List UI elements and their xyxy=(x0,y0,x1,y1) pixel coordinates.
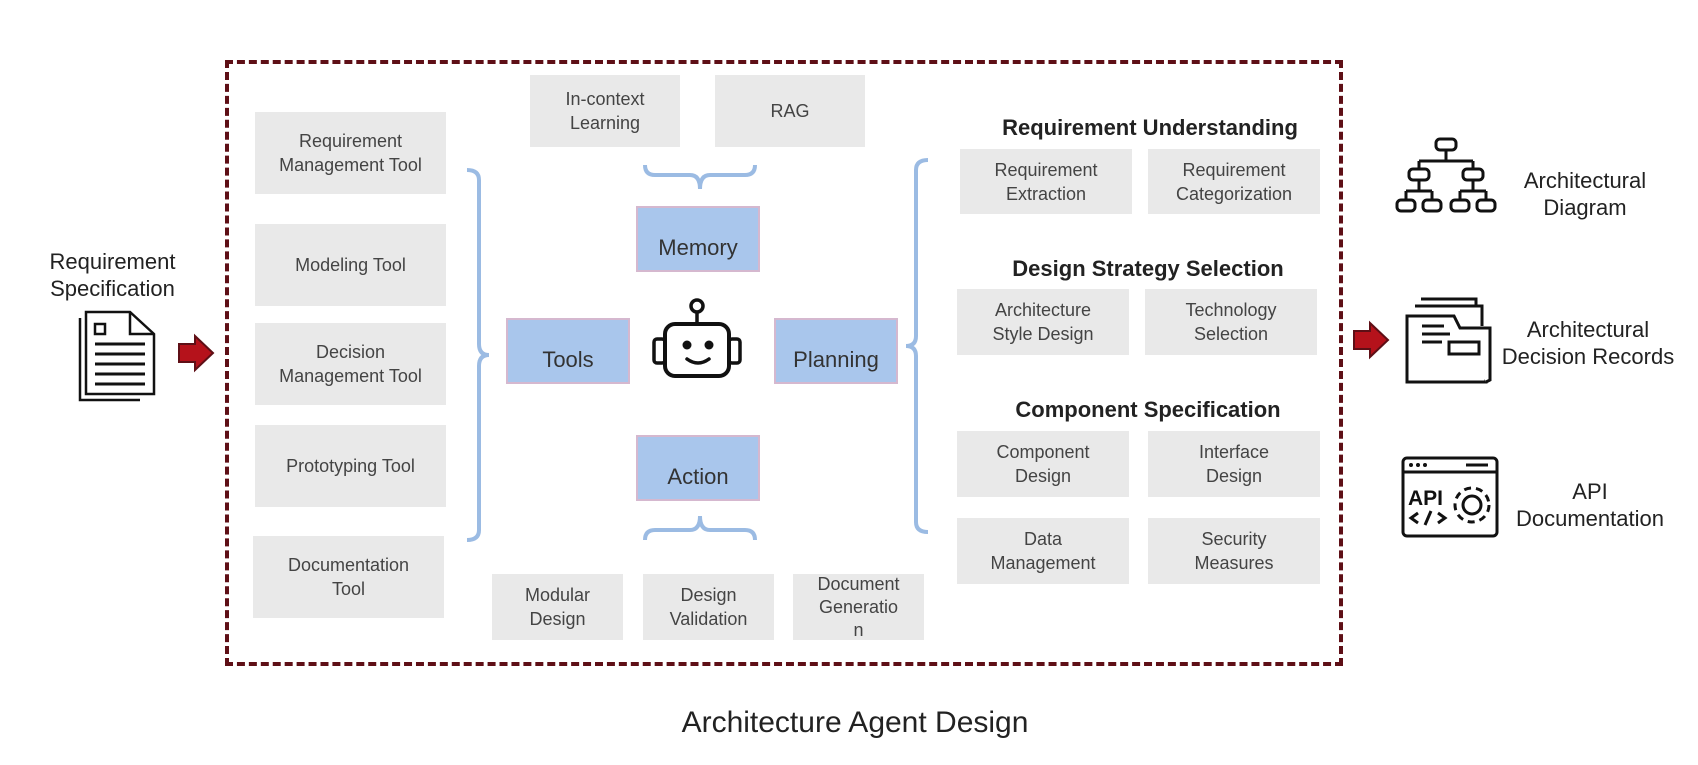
output-architectural-diagram: Architectural Diagram xyxy=(1523,168,1647,220)
planning-item-component-design: Component Design xyxy=(957,431,1129,497)
planning-item-requirement-extraction: Requirement Extraction xyxy=(960,149,1132,214)
tool-prototyping: Prototyping Tool xyxy=(255,425,446,507)
tool-decision-management: Decision Management Tool xyxy=(255,323,446,405)
heading-design-strategy-selection: Design Strategy Selection xyxy=(1012,256,1284,281)
memory-item-in-context-learning: In-context Learning xyxy=(530,75,680,147)
memory-item-rag: RAG xyxy=(715,75,865,147)
tool-modeling: Modeling Tool xyxy=(255,224,446,306)
planning-item-requirement-categorization: Requirement Categorization xyxy=(1148,149,1320,214)
planning-item-interface-design: Interface Design xyxy=(1148,431,1320,497)
core-action: Action xyxy=(636,435,760,501)
agent-boundary-frame xyxy=(225,60,1343,666)
memory-brace xyxy=(643,164,757,190)
core-memory: Memory xyxy=(636,206,760,272)
planning-item-architecture-style-design: Architecture Style Design xyxy=(957,289,1129,355)
action-item-design-validation: Design Validation xyxy=(643,574,774,640)
heading-requirement-understanding: Requirement Understanding xyxy=(1002,115,1298,140)
action-item-modular-design: Modular Design xyxy=(492,574,623,640)
output-architectural-decision-records: Architectural Decision Records xyxy=(1501,317,1675,369)
core-planning: Planning xyxy=(774,318,898,384)
planning-item-security-measures: Security Measures xyxy=(1148,518,1320,584)
input-label: Requirement Specification xyxy=(49,249,176,301)
tool-requirement-management: Requirement Management Tool xyxy=(255,112,446,194)
tool-documentation: Documentation Tool xyxy=(253,536,444,618)
svg-text:API: API xyxy=(1408,487,1443,510)
action-brace xyxy=(643,515,757,541)
tools-brace xyxy=(466,168,490,542)
core-tools: Tools xyxy=(506,318,630,384)
output-api-documentation: API Documentation xyxy=(1516,479,1664,531)
planning-item-data-management: Data Management xyxy=(957,518,1129,584)
planning-brace xyxy=(905,158,929,534)
heading-component-specification: Component Specification xyxy=(1015,397,1281,422)
action-item-document-generation: Document Generatio n xyxy=(793,574,924,640)
planning-item-technology-selection: Technology Selection xyxy=(1145,289,1317,355)
diagram-title: Architecture Agent Design xyxy=(681,706,1029,739)
